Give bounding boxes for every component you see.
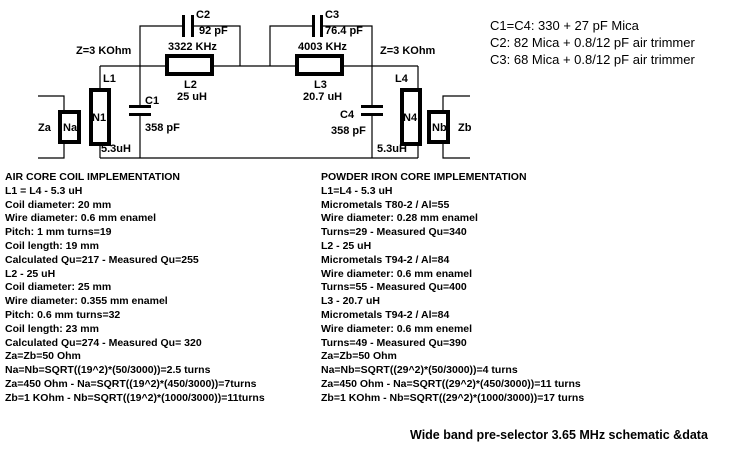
powder-core-line: Micrometals T94-2 / Al=84 (321, 308, 450, 321)
l2-frequency: 3322 KHz (168, 41, 217, 53)
air-core-line: Coil length: 19 mm (5, 239, 99, 252)
air-core-line: Wire diameter: 0.6 mm enamel (5, 212, 157, 225)
air-core-line: Wire diameter: 0.355 mm enamel (5, 295, 168, 308)
n4-winding (400, 88, 422, 146)
air-core-line: Za=Zb=50 Ohm (5, 350, 81, 363)
powder-core-line: Wire diameter: 0.28 mm enamel (321, 212, 478, 225)
zb-label: Zb (458, 122, 472, 134)
air-core-line: Za=450 Ohm - Na=SQRT((19^2)*(450/3000))=… (5, 377, 257, 390)
air-core-line: Pitch: 0.6 mm turns=32 (5, 308, 121, 321)
c2-value: 92 pF (199, 25, 228, 37)
air-core-line: Na=Nb=SQRT((19^2)*(50/3000))=2.5 turns (5, 364, 211, 377)
za-label: Za (38, 122, 52, 134)
air-core-line: L1 = L4 - 5.3 uH (5, 184, 83, 197)
air-core-line: Zb=1 KOhm - Nb=SQRT((19^2)*(1000/3000))=… (5, 391, 265, 404)
nb-label: Nb (432, 122, 447, 134)
powder-core-line: Zb=1 KOhm - Nb=SQRT((29^2)*(1000/3000))=… (321, 391, 585, 404)
c3-name: C3 (325, 9, 339, 21)
powder-core-line: Wire diameter: 0.6 mm enemel (321, 322, 473, 335)
c1-plate-top (129, 105, 151, 108)
c3-plate-right (320, 15, 323, 37)
diagram-caption: Wide band pre-selector 3.65 MHz schemati… (410, 428, 708, 442)
air-core-heading: AIR CORE COIL IMPLEMENTATION (5, 171, 180, 183)
note-line-c1-c4: C1=C4: 330 + 27 pF Mica (490, 18, 639, 33)
zb-lead-bottom (442, 143, 470, 159)
powder-core-line: L1=L4 - 5.3 uH (321, 184, 393, 197)
powder-core-line: L2 - 25 uH (321, 239, 372, 252)
air-core-line: Coil diameter: 25 mm (5, 281, 112, 294)
c2-plate-left (182, 15, 185, 37)
z-right-label: Z=3 KOhm (380, 45, 436, 57)
c4-name: C4 (340, 109, 355, 121)
c1-plate-bottom (129, 113, 151, 116)
powder-core-line: Micrometals T94-2 / Al=84 (321, 253, 450, 266)
c2-plate-right (191, 15, 194, 37)
c3-plate-left (312, 15, 315, 37)
air-core-line: Pitch: 1 mm turns=19 (5, 226, 112, 239)
nb-winding (427, 110, 450, 144)
air-core-line: Coil diameter: 20 mm (5, 198, 112, 211)
z-left-label: Z=3 KOhm (76, 45, 132, 57)
note-line-c2: C2: 82 Mica + 0.8/12 pF air trimmer (490, 35, 695, 50)
n1-label: N1 (92, 112, 106, 124)
powder-core-line: Na=Nb=SQRT((29^2)*(50/3000))=4 turns (321, 364, 518, 377)
na-winding (58, 110, 81, 144)
air-core-line: L2 - 25 uH (5, 267, 56, 280)
l3-value: 20.7 uH (303, 91, 342, 103)
powder-core-line: Za=Zb=50 Ohm (321, 350, 397, 363)
powder-core-heading: POWDER IRON CORE IMPLEMENTATION (321, 171, 527, 183)
l2-name: L2 (184, 79, 197, 91)
c4-value: 358 pF (331, 125, 366, 137)
powder-core-line: Micrometals T80-2 / Al=55 (321, 198, 450, 211)
l2-value: 25 uH (177, 91, 207, 103)
c2-loop-right (193, 25, 241, 66)
powder-core-line: Turns=55 - Measured Qu=400 (321, 281, 467, 294)
c2-loop-left (139, 25, 185, 66)
c4-plate-bottom (361, 113, 383, 116)
air-core-line: Calculated Qu=274 - Measured Qu= 320 (5, 336, 202, 349)
air-core-section: AIR CORE COIL IMPLEMENTATION L1 = L4 - 5… (5, 171, 265, 406)
za-lead-top (38, 95, 65, 111)
l3-frequency: 4003 KHz (298, 41, 347, 53)
c3-loop-right (320, 25, 373, 66)
l1-value: 5.3uH (101, 143, 131, 155)
powder-core-line: L3 - 20.7 uH (321, 295, 380, 308)
l4-value: 5.3uH (377, 143, 407, 155)
powder-core-line: Turns=49 - Measured Qu=390 (321, 336, 467, 349)
capacitor-notes: C1=C4: 330 + 27 pF Mica C2: 82 Mica + 0.… (490, 17, 695, 68)
l3-inductor (295, 54, 344, 76)
powder-core-section: POWDER IRON CORE IMPLEMENTATION L1=L4 - … (321, 171, 584, 406)
zb-lead-top (442, 95, 470, 111)
c3-loop-left (269, 25, 312, 66)
powder-core-line: Wire diameter: 0.6 mm enamel (321, 267, 473, 280)
c1-name: C1 (145, 95, 159, 107)
c2-name: C2 (196, 9, 210, 21)
air-core-line: Coil length: 23 mm (5, 322, 99, 335)
air-core-line: Calculated Qu=217 - Measured Qu=255 (5, 253, 199, 266)
za-lead-bottom (38, 143, 65, 159)
powder-core-line: Za=450 Ohm - Na=SQRT((29^2)*(450/3000))=… (321, 377, 581, 390)
c3-value: 76.4 pF (325, 25, 363, 37)
l1-name: L1 (103, 73, 116, 85)
note-line-c3: C3: 68 Mica + 0.8/12 pF air trimmer (490, 52, 695, 67)
n4-label: N4 (403, 112, 418, 124)
l3-name: L3 (314, 79, 327, 91)
l4-name: L4 (395, 73, 409, 85)
c4-plate-top (361, 105, 383, 108)
n1-winding (89, 88, 111, 146)
l2-inductor (165, 54, 214, 76)
na-label: Na (63, 122, 78, 134)
c1-value: 358 pF (145, 122, 180, 134)
powder-core-line: Turns=29 - Measured Qu=340 (321, 226, 467, 239)
